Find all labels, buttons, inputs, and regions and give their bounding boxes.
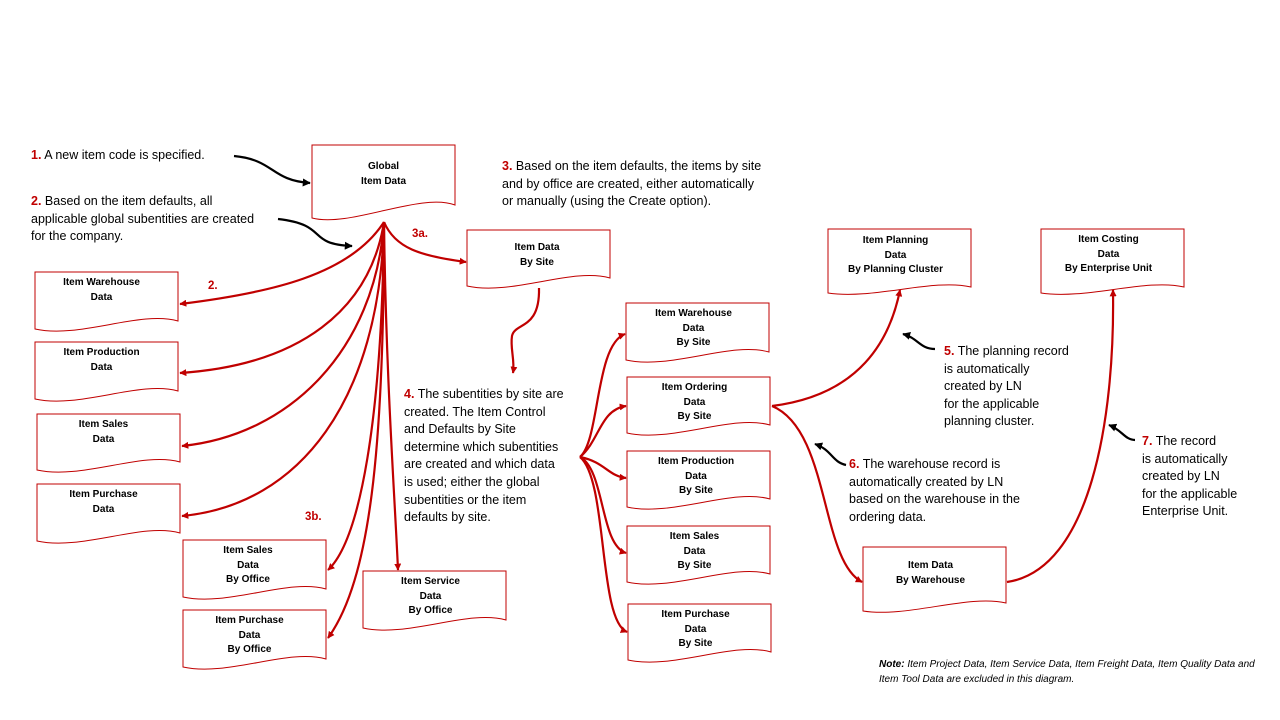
pointer-step7	[1108, 423, 1136, 442]
arrow-global-to-production	[179, 221, 386, 377]
footnote: Note: Item Project Data, Item Service Da…	[879, 657, 1259, 687]
step-3-number: 3.	[502, 159, 513, 173]
pointer-step2	[277, 217, 353, 250]
global-item-data-box	[311, 144, 456, 221]
item-costing-data-box	[1040, 228, 1185, 295]
arrow-fan-to-site-purchase	[579, 456, 628, 634]
item-warehouse-data-box	[34, 271, 179, 332]
arrow-global-to-warehouse	[179, 221, 385, 307]
arrow-global-to-purchase-by-office	[327, 221, 386, 639]
site-item-purchase-box	[627, 603, 772, 663]
arrow-ordering-to-warehouse	[771, 404, 863, 583]
arrow-global-to-service	[382, 221, 402, 571]
site-item-ordering-box	[626, 376, 771, 436]
pointer-step5	[902, 331, 936, 351]
arrow-fan-to-site-warehouse	[579, 332, 626, 458]
pointer-step6	[814, 442, 847, 467]
site-item-warehouse-box	[625, 302, 770, 363]
item-planning-data-box	[827, 228, 972, 295]
note-step-2: 2. Based on the item defaults, all appli…	[31, 194, 255, 244]
tag-3b: 3b.	[305, 511, 322, 523]
step-6-number: 6.	[849, 457, 860, 471]
site-item-sales-box	[626, 525, 771, 585]
note-step-7: 7. The record is automatically created b…	[1142, 434, 1238, 519]
pointer-step1	[233, 154, 311, 187]
item-data-by-warehouse-box	[862, 546, 1007, 613]
item-sales-data-box	[36, 413, 181, 473]
item-purchase-by-office-box	[182, 609, 327, 670]
arrow-fan-to-site-sales	[579, 456, 627, 555]
note-step-6: 6. The warehouse record is automatically…	[849, 457, 1020, 524]
item-production-data-box	[34, 341, 179, 402]
footnote-label: Note:	[879, 659, 905, 670]
step-1-number: 1.	[31, 148, 42, 162]
arrow-global-to-purchase	[181, 221, 386, 519]
site-item-production-box	[626, 450, 771, 510]
step-7-number: 7.	[1142, 434, 1153, 448]
arrow-fan-to-site-production	[579, 455, 627, 481]
tag-3a: 3a.	[412, 228, 428, 240]
note-step-4: 4. The subentities by site are created. …	[404, 387, 564, 525]
arrow-ordering-to-planning	[771, 289, 903, 408]
note-step-1: 1. A new item code is specified.	[31, 148, 205, 162]
step-4-number: 4.	[404, 387, 415, 401]
arrow-global-to-sales	[181, 221, 386, 449]
arrow-global-to-site	[382, 221, 467, 265]
arrow-warehouse-to-costing	[1006, 289, 1117, 584]
tag-2: 2.	[208, 280, 218, 292]
item-data-by-site-box	[466, 229, 611, 289]
footnote-text: Item Project Data, Item Service Data, It…	[879, 659, 1255, 685]
arrow-global-to-sales-by-office	[327, 221, 386, 571]
step-5-number: 5.	[944, 344, 955, 358]
step-2-number: 2.	[31, 194, 42, 208]
note-step-3: 3. Based on the item defaults, the items…	[502, 159, 762, 209]
item-service-by-office-box	[362, 570, 507, 631]
item-sales-by-office-box	[182, 539, 327, 600]
arrow-site-to-subentities	[510, 287, 541, 374]
arrow-fan-to-site-ordering	[579, 403, 627, 458]
item-purchase-data-box	[36, 483, 181, 544]
note-step-5: 5. The planning record is automatically …	[944, 344, 1069, 429]
